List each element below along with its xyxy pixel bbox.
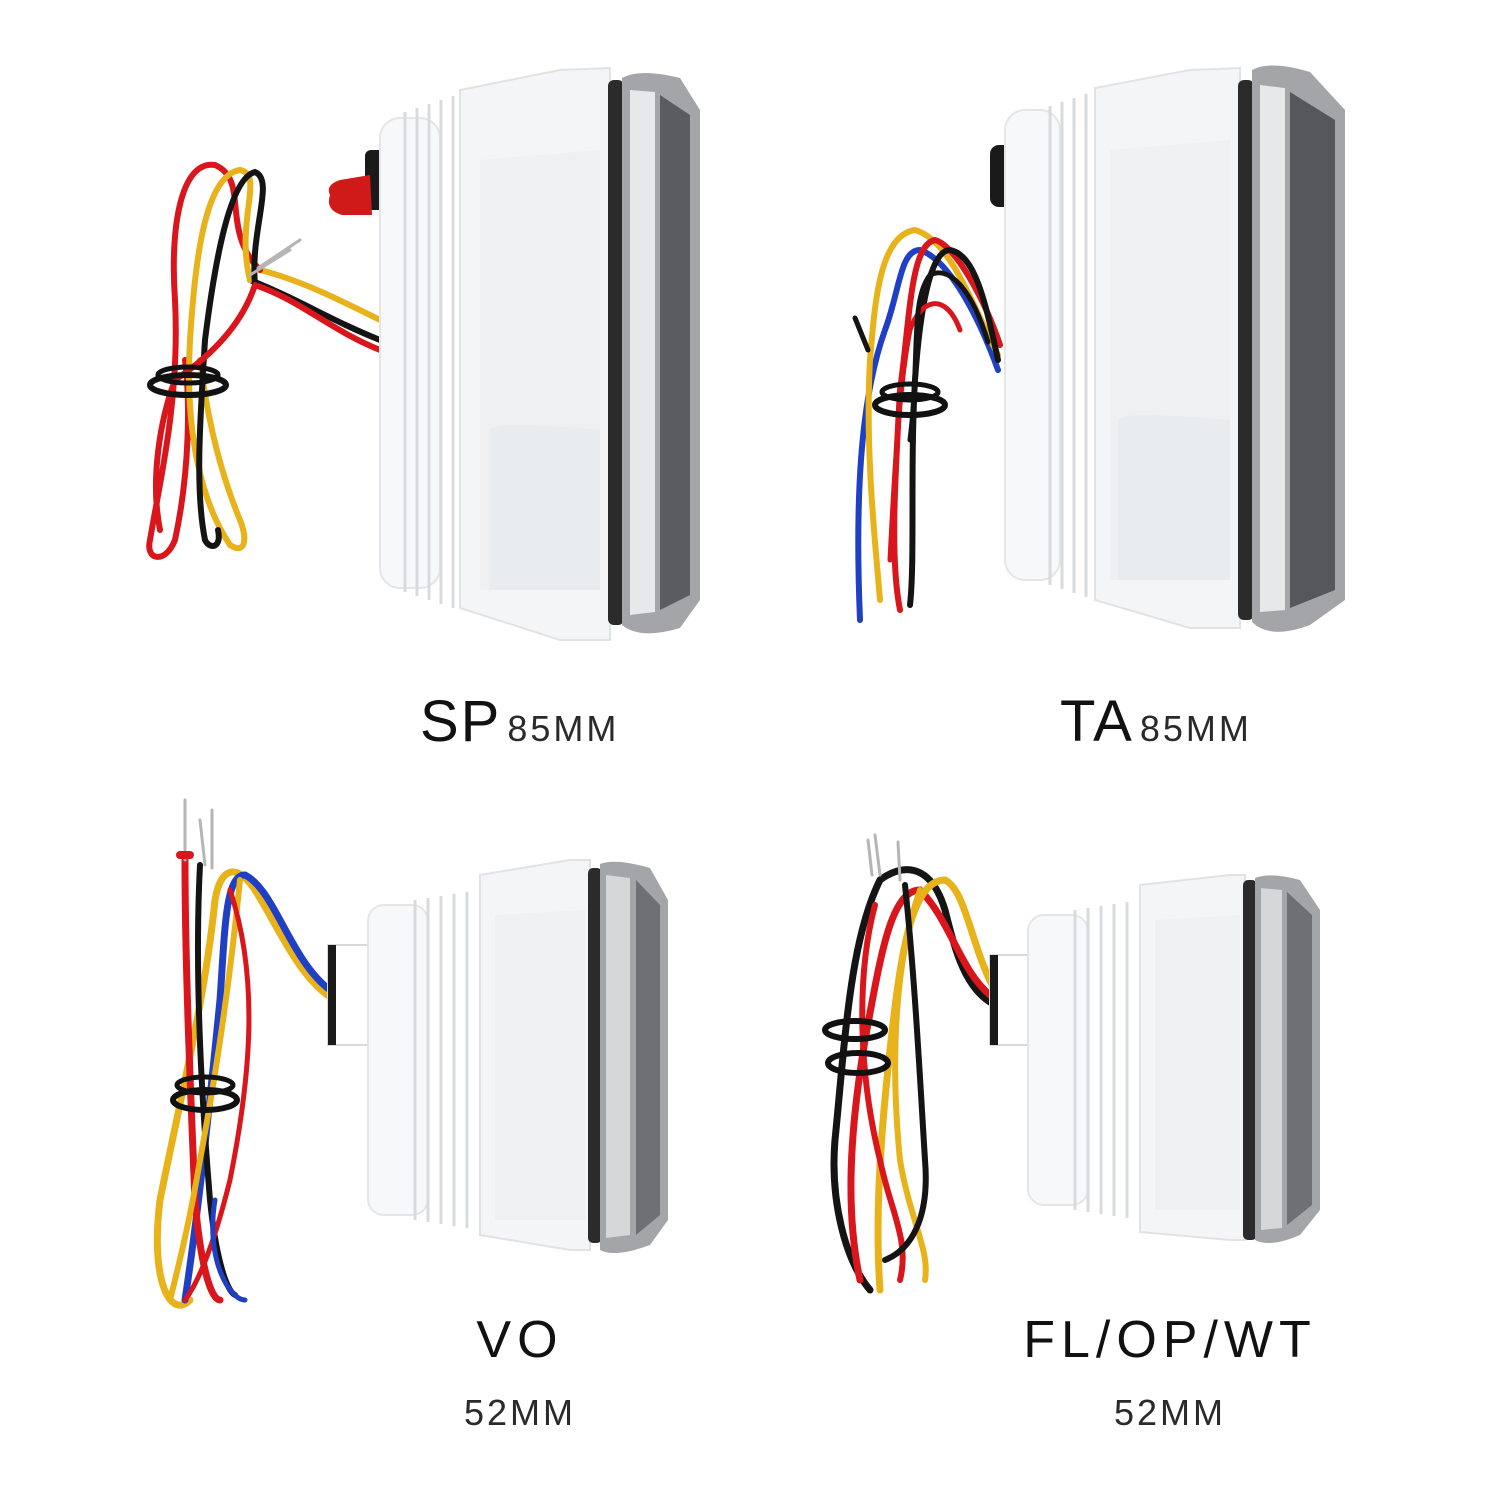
red-cap-icon <box>328 150 387 215</box>
wire-bundle <box>153 798 339 1309</box>
model-size: 85MM <box>507 708 620 749</box>
model-name: FL/OP/WT <box>1023 1311 1317 1369</box>
gauge-sp-image <box>146 66 700 641</box>
label-fl-op-wt: FL/OP/WT 52MM <box>1010 1310 1330 1434</box>
gauge-vo-image <box>153 798 668 1309</box>
wire-bundle <box>146 161 383 560</box>
product-vo: VO 52MM <box>0 780 750 1499</box>
model-name: SP <box>420 689 502 754</box>
wire-bundle <box>852 226 1003 623</box>
model-name: VO <box>476 1311 564 1369</box>
gauge-ta-image <box>852 65 1345 632</box>
wire-bundle <box>822 833 999 1294</box>
gauge-fl-op-wt-image <box>822 833 1320 1294</box>
model-size: 52MM <box>463 1392 577 1433</box>
connector-block-icon <box>989 954 1031 1046</box>
connector-block-icon <box>327 944 369 1046</box>
model-size: 85MM <box>1139 708 1252 749</box>
product-fl-op-wt: FL/OP/WT 52MM <box>750 780 1500 1499</box>
label-vo: VO 52MM <box>420 1310 620 1434</box>
model-name: TA <box>1060 689 1134 754</box>
model-size: 52MM <box>1113 1392 1227 1433</box>
